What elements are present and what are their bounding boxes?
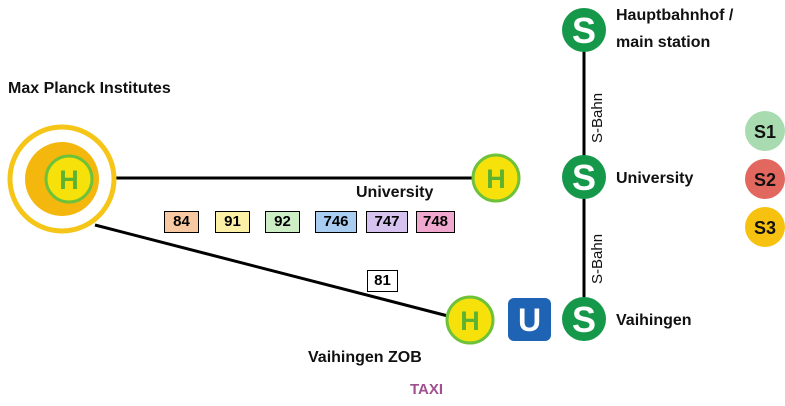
ubahn-icon[interactable]: U [508, 298, 551, 341]
sbahn-segment-label-lower: S-Bahn [589, 233, 606, 284]
taxi-label: TAXI [410, 381, 444, 398]
max-planck-stop[interactable]: H [7, 124, 117, 234]
sbahn-university-icon[interactable]: S [562, 155, 606, 199]
bus-line-zob [94, 223, 449, 318]
bus-route-badge: 91 [215, 211, 250, 233]
svg-text:H: H [486, 164, 506, 194]
sbahn-hauptbahnhof-icon[interactable]: S [562, 8, 606, 52]
svg-text:U: U [518, 302, 541, 338]
svg-text:S: S [572, 10, 596, 51]
university-bus-stop[interactable]: H [471, 153, 521, 203]
label-university-bus: University [356, 184, 434, 201]
bus-route-badge: 746 [315, 211, 357, 233]
svg-text:S2: S2 [754, 170, 776, 190]
svg-text:H: H [460, 306, 480, 336]
svg-text:S: S [572, 299, 596, 340]
label-max-planck: Max Planck Institutes [8, 80, 171, 97]
bus-route-badge: 92 [265, 211, 300, 233]
bus-route-badge: 747 [366, 211, 408, 233]
bus-route-badge: 748 [416, 211, 455, 233]
label-hauptbahnhof-line2: main station [616, 34, 711, 51]
legend-s1: S1 [745, 111, 785, 151]
label-university-train: University [616, 170, 694, 187]
sbahn-segment-label-upper: S-Bahn [589, 92, 606, 143]
svg-text:H: H [59, 165, 79, 195]
legend-s3: S3 [745, 207, 785, 247]
svg-text:S: S [572, 157, 596, 198]
bus-route-badge: 84 [164, 211, 199, 233]
svg-text:S1: S1 [754, 122, 776, 142]
vaihingen-zob-bus-stop[interactable]: H [445, 295, 495, 345]
label-vaihingen-zob: Vaihingen ZOB [308, 349, 422, 366]
sbahn-vaihingen-icon[interactable]: S [562, 297, 606, 341]
legend-s2: S2 [745, 159, 785, 199]
svg-text:S3: S3 [754, 218, 776, 238]
label-vaihingen: Vaihingen [616, 312, 692, 329]
label-hauptbahnhof-line1: Hauptbahnhof / [616, 7, 734, 24]
bus-route-81-badge: 81 [367, 270, 398, 292]
